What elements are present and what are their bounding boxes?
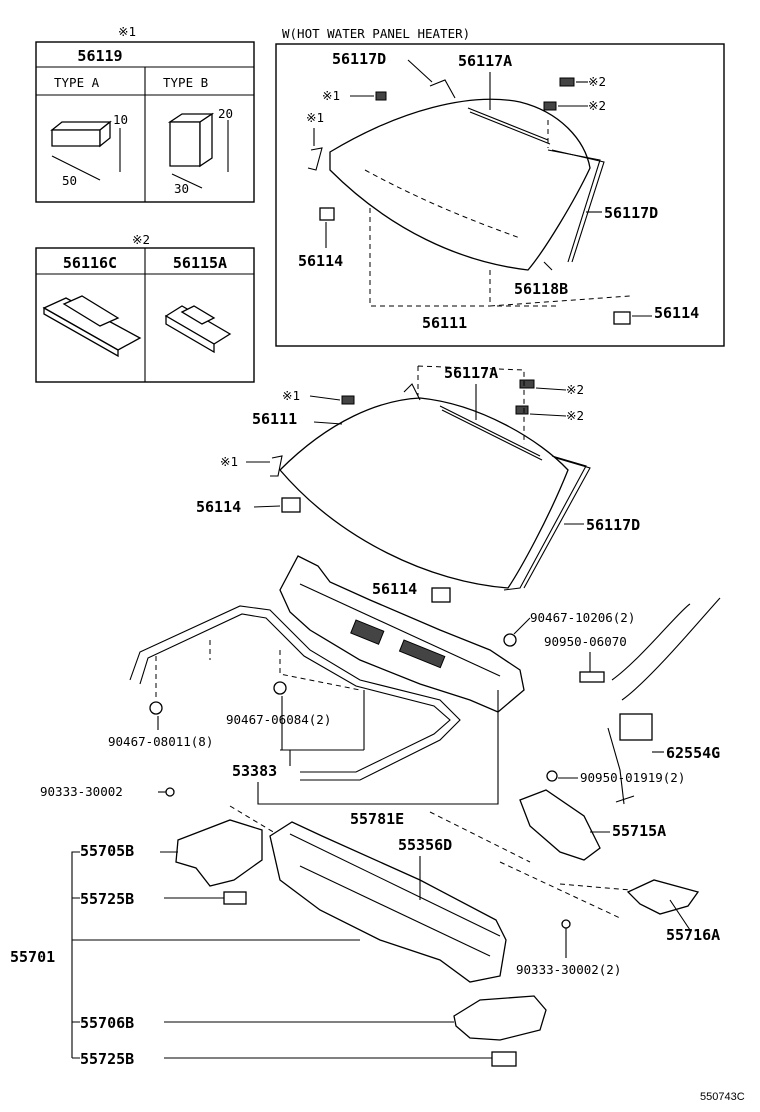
heater-box-frame xyxy=(275,43,725,347)
label-55715a: 55715A xyxy=(612,822,666,840)
label-90467-08011: 90467-08011(8) xyxy=(108,734,213,749)
label-90950-06070: 90950-06070 xyxy=(544,634,627,649)
label-55716a: 55716A xyxy=(666,926,720,944)
cowl-louver xyxy=(279,555,525,713)
spacer-type-b-drawing: 30 20 xyxy=(167,106,233,196)
type-a-width: 50 xyxy=(62,173,77,188)
heater-label-56111: 56111 xyxy=(422,314,467,332)
label-56111: 56111 xyxy=(252,410,297,428)
label-90333-30002-top: 90333-30002 xyxy=(40,784,123,799)
label-90950-01919: 90950-01919(2) xyxy=(580,770,685,785)
type-a-heading: TYPE A xyxy=(54,75,100,90)
label-56117a: 56117A xyxy=(444,364,498,382)
heater-label-56114-left: 56114 xyxy=(298,252,343,270)
main-windshield-glass xyxy=(279,397,569,589)
clip-55725b-bottom xyxy=(491,1051,517,1067)
label-55701: 55701 xyxy=(10,948,55,966)
label-55725b-top: 55725B xyxy=(80,890,134,908)
note-1a: ※1 xyxy=(282,388,300,403)
label-53383: 53383 xyxy=(232,762,277,780)
inset-note-2: ※2 xyxy=(132,232,150,247)
main-windshield-assembly: 56117A ※1 ※2 56111 ※2 ※1 56114 56117D 56… xyxy=(196,364,640,603)
type-b-height: 20 xyxy=(218,106,233,121)
bracket-55706b xyxy=(453,995,547,1041)
type-b-width: 30 xyxy=(174,181,189,196)
bracket-55715a xyxy=(519,789,601,861)
heater-note-1a: ※1 xyxy=(322,88,340,103)
label-55705b: 55705B xyxy=(80,842,134,860)
part-56115a: 56115A xyxy=(173,254,227,272)
hood-seal-53383 xyxy=(129,605,461,781)
heater-note-1b: ※1 xyxy=(306,110,324,125)
bracket-56115a-drawing xyxy=(164,305,232,354)
hot-water-panel-heater-box: W(HOT WATER PANEL HEATER) 56117D 56117A … xyxy=(275,26,725,347)
note-1b: ※1 xyxy=(220,454,238,469)
label-56114-bottom: 56114 xyxy=(372,580,417,598)
cowl-assembly: 90467-10206(2) 90950-06070 62554G 90467-… xyxy=(108,555,721,929)
inset-spacer-types: ※1 56119 TYPE A TYPE B 50 10 30 20 xyxy=(35,24,255,203)
bracket-55705b xyxy=(175,819,263,887)
heater-windshield-glass xyxy=(329,98,591,271)
bracket-55716a xyxy=(626,879,700,915)
clip-55725b-top xyxy=(223,891,247,905)
label-90467-06084: 90467-06084(2) xyxy=(226,712,331,727)
label-62554g: 62554G xyxy=(666,744,720,762)
heater-label-56117a: 56117A xyxy=(458,52,512,70)
heater-label-56117d-top: 56117D xyxy=(332,50,386,68)
part-56116c: 56116C xyxy=(63,254,117,272)
label-56117d: 56117D xyxy=(586,516,640,534)
label-55781e: 55781E xyxy=(350,810,404,828)
heater-box-title: W(HOT WATER PANEL HEATER) xyxy=(282,26,470,41)
bracket-56116c-drawing xyxy=(42,295,142,358)
label-90333-30002-bottom: 90333-30002(2) xyxy=(516,962,621,977)
inset-note-1: ※1 xyxy=(118,24,136,39)
heater-label-56117d-right: 56117D xyxy=(604,204,658,222)
type-b-heading: TYPE B xyxy=(163,75,208,90)
type-a-height: 10 xyxy=(113,112,128,127)
heater-note-2a: ※2 xyxy=(588,74,606,89)
label-90467-10206: 90467-10206(2) xyxy=(530,610,635,625)
cowl-panel-55356d xyxy=(269,821,507,983)
inset-brackets: ※2 56116C 56115A xyxy=(35,232,255,383)
heater-label-56114-right: 56114 xyxy=(654,304,699,322)
note-2b: ※2 xyxy=(566,408,584,423)
label-55706b: 55706B xyxy=(80,1014,134,1032)
inset-part-56119: 56119 xyxy=(77,47,122,65)
note-2a: ※2 xyxy=(566,382,584,397)
label-56114-left: 56114 xyxy=(196,498,241,516)
diagram-code: 550743C xyxy=(700,1091,745,1103)
label-55725b-bottom: 55725B xyxy=(80,1050,134,1068)
heater-note-2b: ※2 xyxy=(588,98,606,113)
label-55356d: 55356D xyxy=(398,836,452,854)
spacer-type-a-drawing: 50 10 xyxy=(50,112,128,188)
cowl-panel-assembly: 90333-30002 55781E 55715A 55716A 55705B … xyxy=(10,690,720,1068)
heater-label-56118b: 56118B xyxy=(514,280,568,298)
